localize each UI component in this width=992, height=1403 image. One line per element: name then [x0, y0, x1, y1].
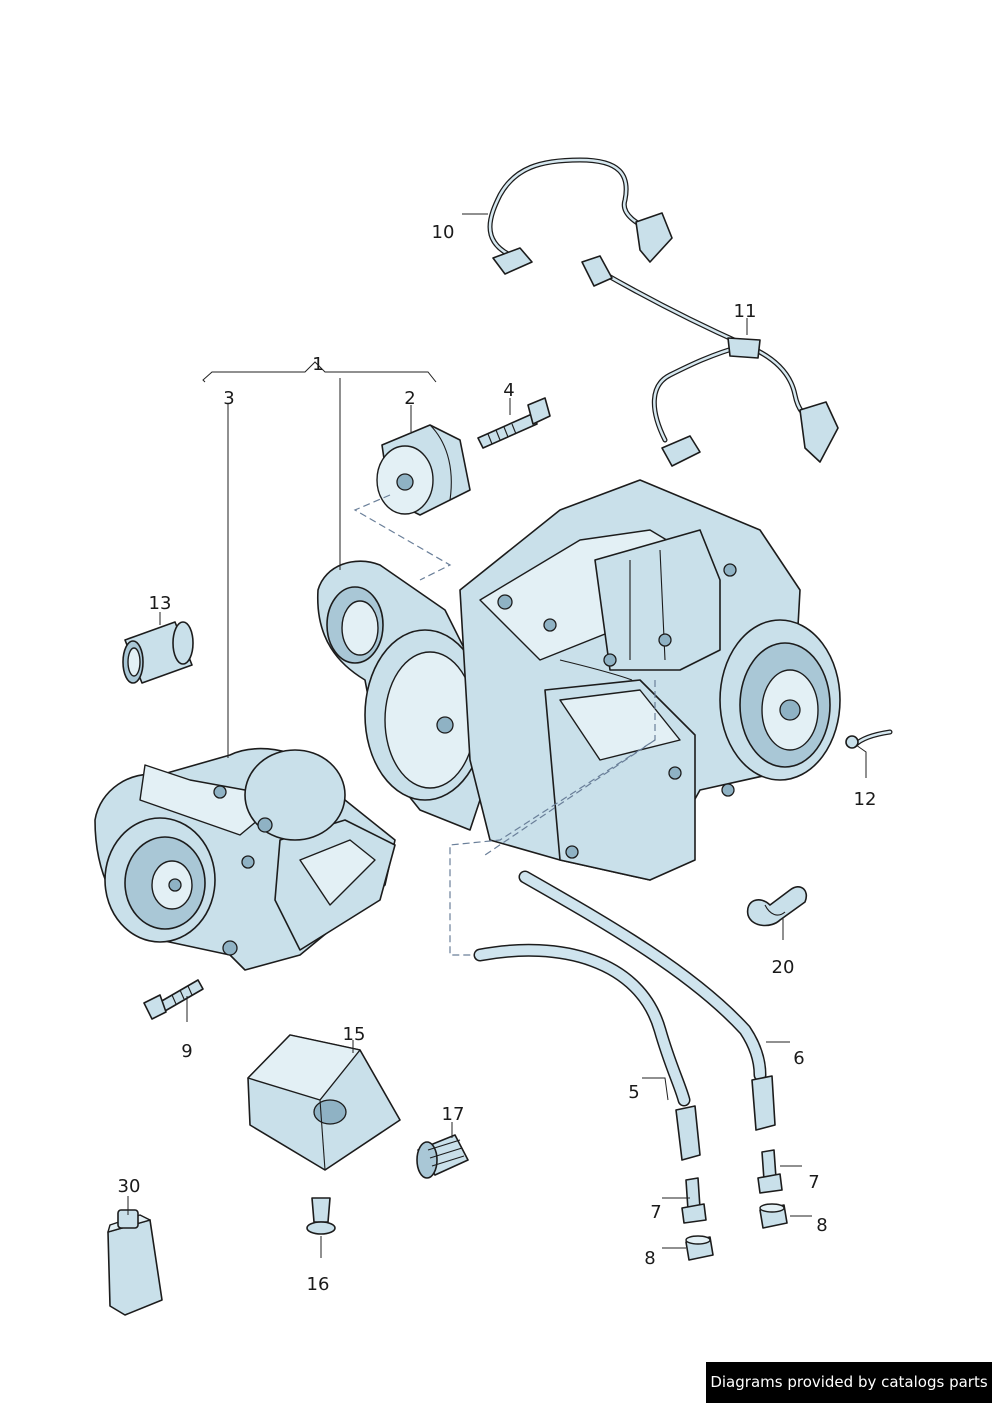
final-drive-housing: [317, 479, 841, 881]
wiring-harness-10: [487, 157, 673, 275]
label-part-20: 20: [772, 957, 795, 978]
union-7-right: [757, 1149, 783, 1194]
bolt-9: [143, 979, 204, 1020]
label-part-7-right: 7: [808, 1172, 819, 1193]
cover-15: [247, 1034, 401, 1171]
bolt-4: [477, 397, 551, 449]
union-7-left: [681, 1177, 707, 1224]
assembly-link-2: [353, 494, 452, 581]
differential-3: [94, 747, 396, 971]
label-part-1: 1: [312, 354, 323, 375]
label-part-4: 4: [503, 380, 514, 401]
label-part-8-left: 8: [644, 1248, 655, 1269]
label-part-6: 6: [793, 1048, 804, 1069]
breather-12: [845, 729, 893, 749]
assembly-link-hoses: [449, 680, 656, 956]
mount-2: [376, 424, 471, 516]
bush-13: [122, 621, 194, 684]
label-part-13: 13: [149, 593, 172, 614]
wiring-harness-11: [581, 255, 839, 467]
label-part-30: 30: [118, 1176, 141, 1197]
label-part-12: 12: [854, 789, 877, 810]
leader-lines: [127, 213, 867, 1258]
label-part-5: 5: [628, 1082, 639, 1103]
clip-20: [746, 886, 808, 927]
label-part-7-left: 7: [650, 1202, 661, 1223]
hose-5: [473, 943, 701, 1161]
label-part-15: 15: [343, 1024, 366, 1045]
label-part-2: 2: [404, 388, 415, 409]
attribution-banner: Diagrams provided by catalogs parts: [706, 1362, 992, 1403]
assembly-link-hose-6: [484, 739, 656, 856]
label-part-16: 16: [307, 1274, 330, 1295]
label-part-3: 3: [223, 388, 234, 409]
strainer-17: [416, 1134, 469, 1179]
cap-8-right: [759, 1203, 788, 1229]
cap-8-left: [685, 1235, 714, 1261]
clip-16: [306, 1197, 336, 1235]
label-part-11: 11: [734, 301, 757, 322]
label-part-9: 9: [181, 1041, 192, 1062]
label-part-8-right: 8: [816, 1215, 827, 1236]
label-part-17: 17: [442, 1104, 465, 1125]
hose-6: [518, 870, 776, 1131]
label-part-10: 10: [432, 222, 455, 243]
oil-bottle-30: [107, 1209, 163, 1316]
